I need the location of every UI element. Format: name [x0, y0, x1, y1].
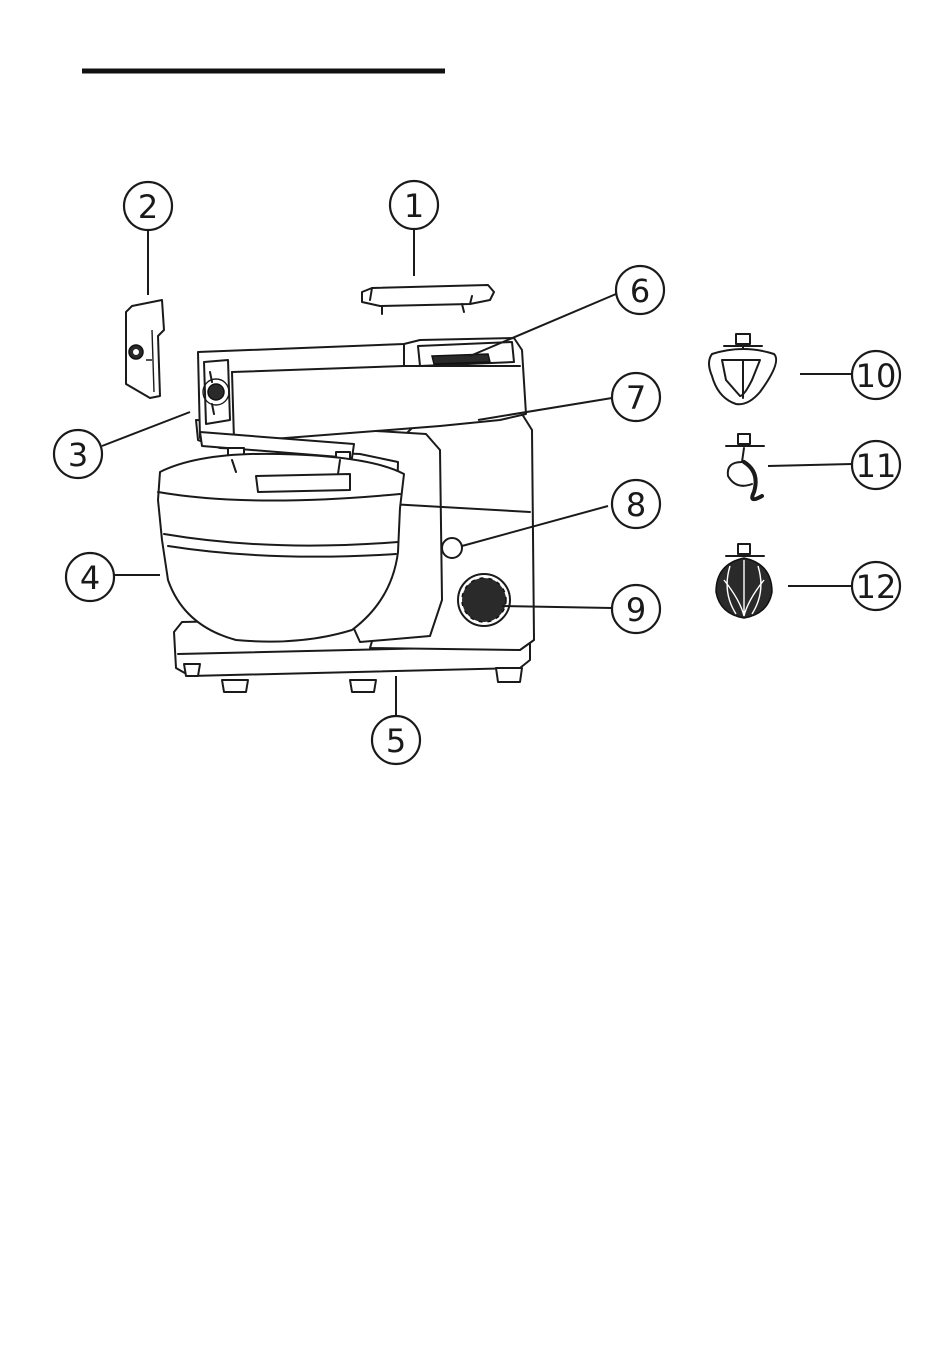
callout-2-label: 2 — [138, 188, 158, 226]
callout-6: 6 — [616, 266, 664, 314]
callout-7-label: 7 — [626, 379, 646, 417]
callout-6-label: 6 — [630, 272, 650, 310]
callout-5-label: 5 — [386, 722, 406, 760]
callout-2: 2 — [124, 182, 172, 230]
callout-11-label: 11 — [856, 447, 897, 485]
callout-4: 4 — [66, 553, 114, 601]
callout-1-label: 1 — [404, 187, 424, 225]
callout-3-label: 3 — [68, 436, 88, 474]
callout-8: 8 — [612, 480, 660, 528]
callout-10-label: 10 — [856, 357, 897, 395]
callout-12: 12 — [852, 562, 900, 610]
callout-9: 9 — [612, 585, 660, 633]
callout-3: 3 — [54, 430, 102, 478]
callout-9-label: 9 — [626, 591, 646, 629]
callout-1: 1 — [390, 181, 438, 229]
outlet-cover-part — [126, 300, 164, 398]
callout-8-label: 8 — [626, 486, 646, 524]
callout-10: 10 — [852, 351, 900, 399]
flat-beater-part — [709, 334, 776, 404]
callout-4-label: 4 — [80, 559, 100, 597]
mixing-bowl — [158, 454, 404, 642]
callout-12-label: 12 — [856, 568, 897, 606]
callout-7: 7 — [612, 373, 660, 421]
dough-hook-part — [726, 434, 764, 499]
whisk-part — [716, 544, 772, 618]
callout-5: 5 — [372, 716, 420, 764]
callout-11: 11 — [852, 441, 900, 489]
top-cover-part — [362, 285, 494, 314]
